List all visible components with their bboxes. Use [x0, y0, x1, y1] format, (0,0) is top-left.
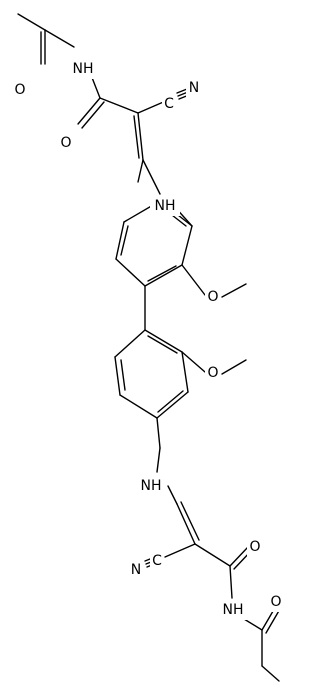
atom-o-top-amide: O	[60, 135, 71, 151]
atom-o-bottom-amide: O	[249, 539, 260, 555]
atom-o-bottom-acyl: O	[270, 594, 281, 610]
atom-o-bottom-methoxy: O	[207, 365, 218, 381]
atom-labels: NH O O C N NH O O NH C N O NH O	[12, 59, 284, 620]
atom-nh-bottom-amine: NH	[141, 478, 162, 494]
atom-c-bottom-nitrile: C	[152, 553, 162, 569]
molecule-structure: NH O O C N NH O O NH C N O NH O	[12, 13, 284, 682]
atom-nh-top-amine: NH	[155, 198, 176, 214]
atom-nh-bottom-amide: NH	[223, 602, 244, 618]
atom-n-top-nitrile: N	[189, 80, 199, 96]
atom-c-top-nitrile: C	[164, 96, 174, 112]
atom-nh-top-amide: NH	[73, 61, 94, 77]
atom-n-bottom-nitrile: N	[131, 562, 141, 578]
bond-lines	[17, 13, 281, 682]
atom-o-top-acyl: O	[14, 82, 25, 98]
atom-o-top-methoxy: O	[207, 289, 218, 305]
